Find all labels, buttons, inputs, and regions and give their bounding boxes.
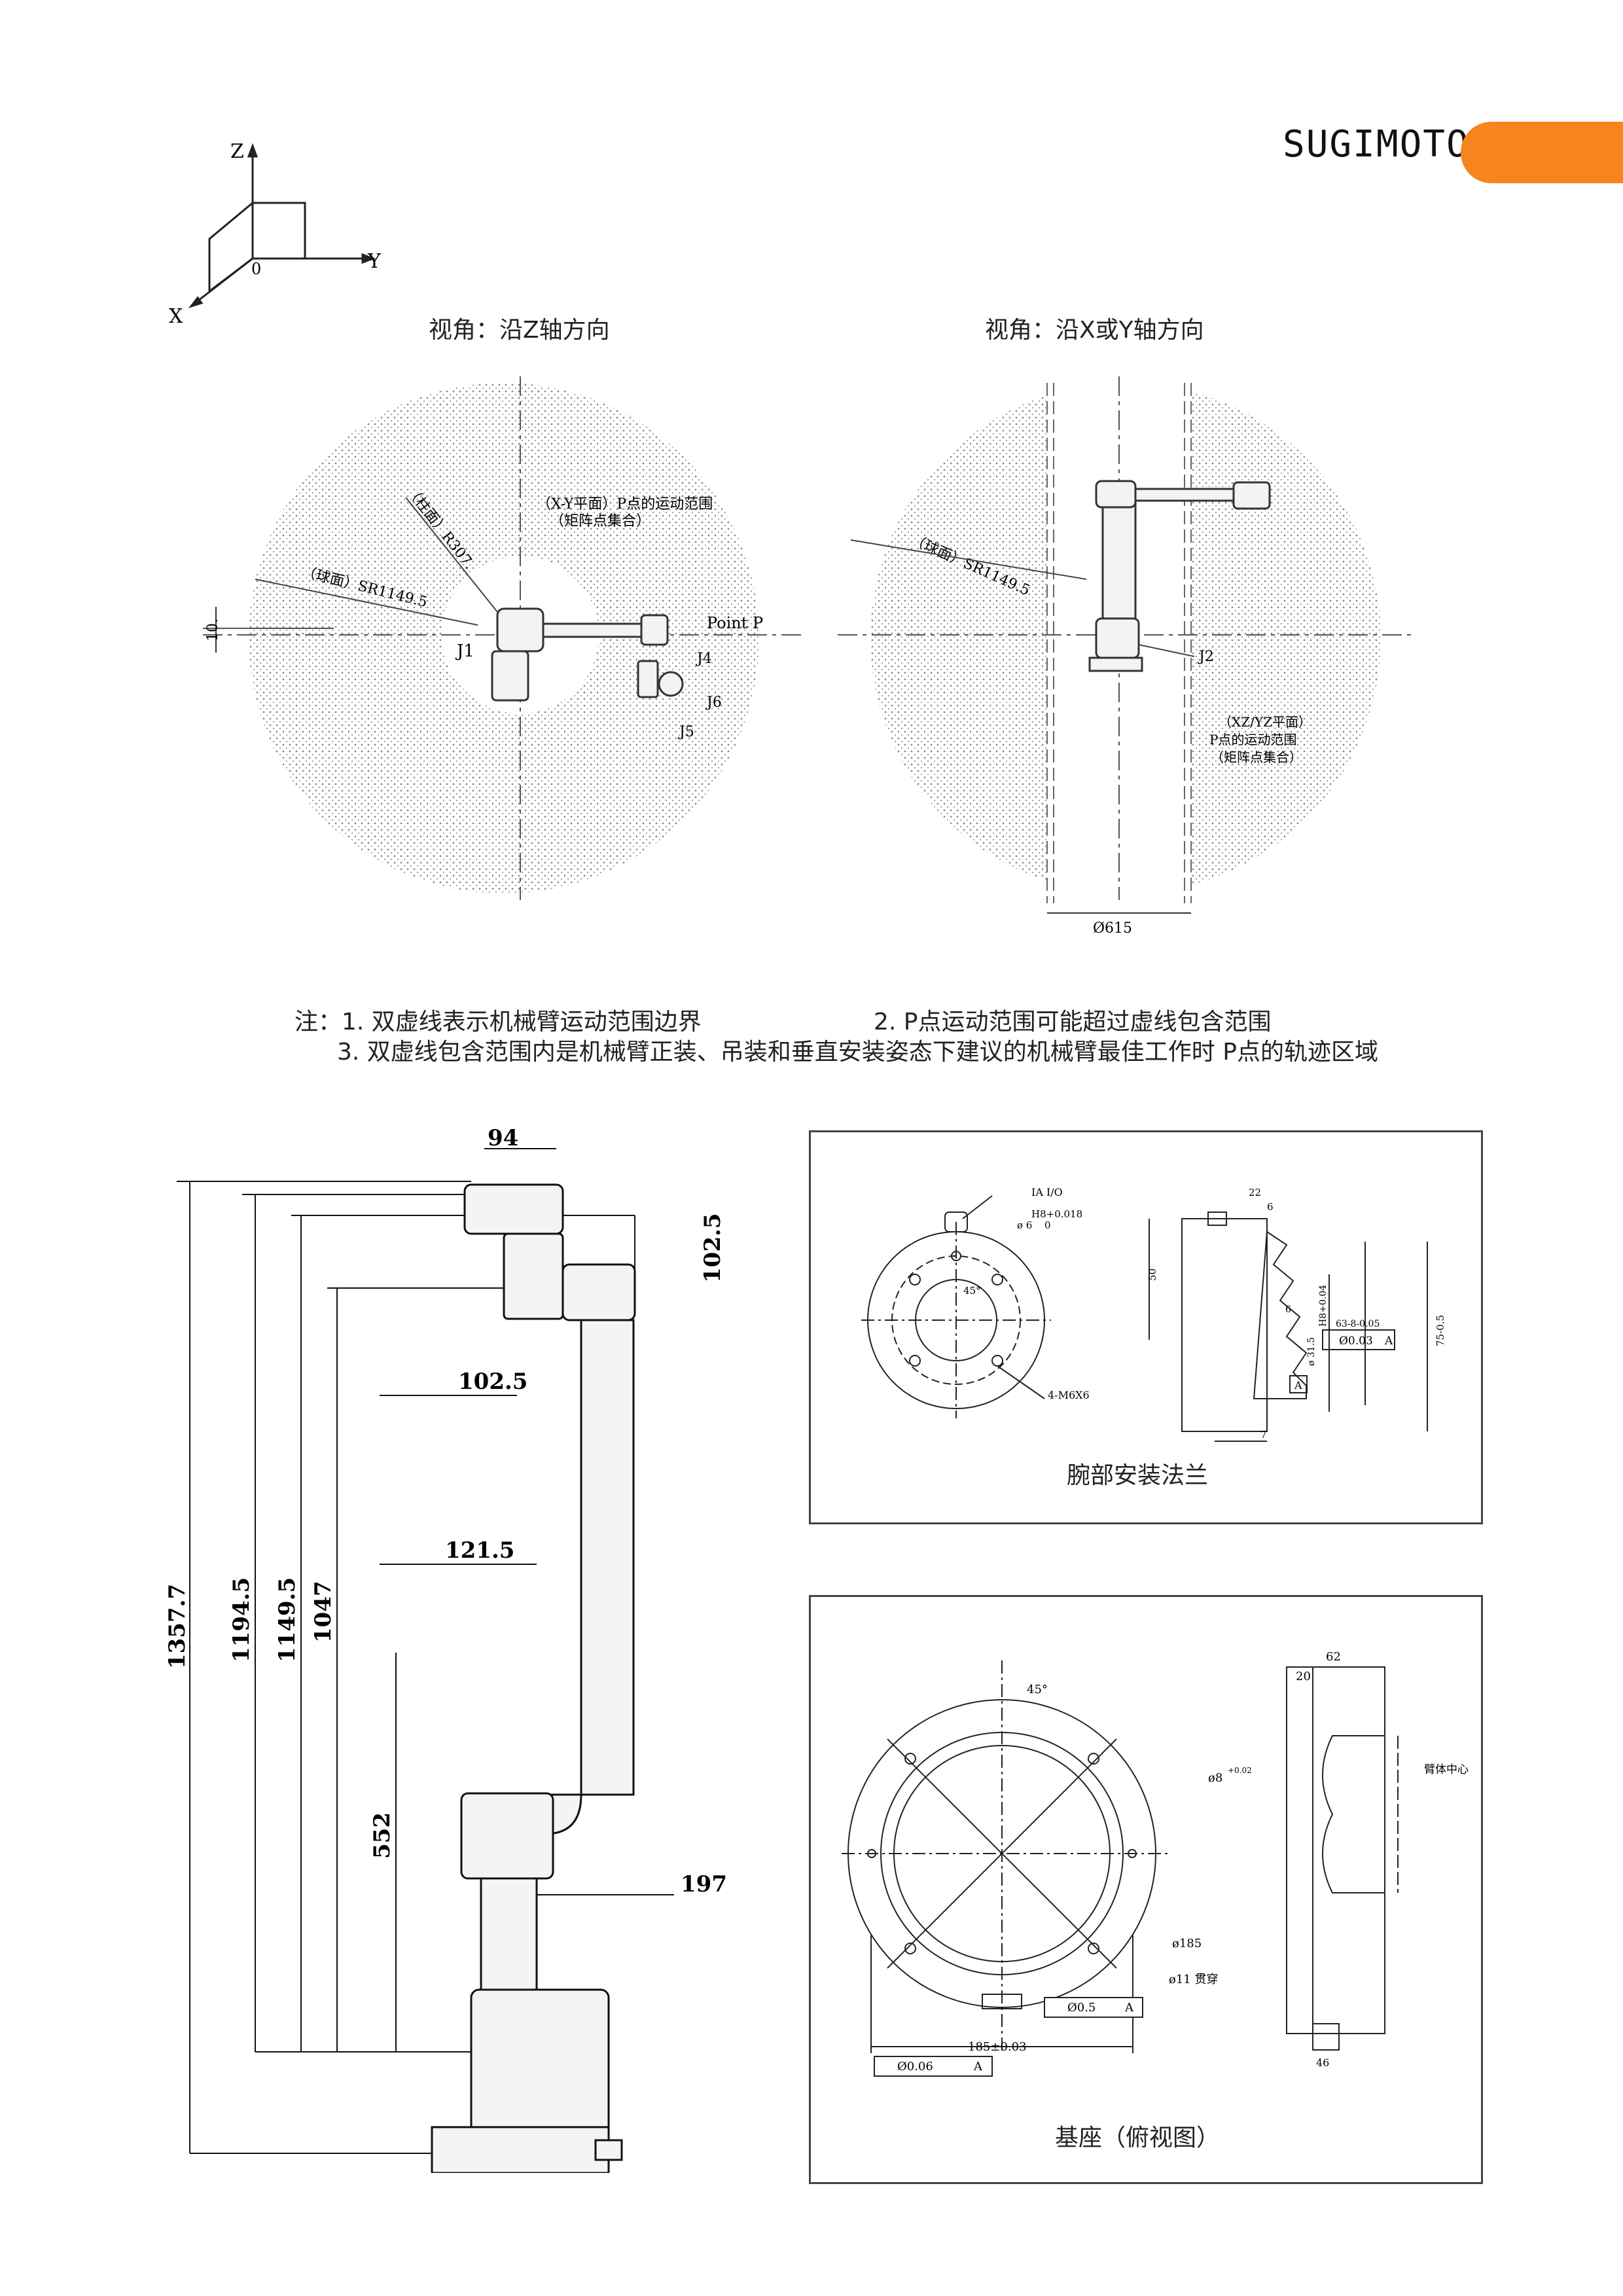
base-phi8-label: ø8 — [1208, 1771, 1222, 1785]
flange-d7: 7 — [1260, 1429, 1267, 1441]
wrist-flange-caption: 腕部安装法兰 — [1067, 1462, 1209, 1489]
base-phi11-label: ø11 贯穿 — [1169, 1973, 1218, 1986]
base-datum-a-2: A — [973, 2060, 983, 2073]
right-view-title: 视角：沿X或Y轴方向 — [985, 317, 1204, 344]
flange-d63: 63-8-0.05 — [1336, 1319, 1380, 1329]
flange-h8-label: H8+0.018 — [1031, 1208, 1082, 1220]
base-drawing: 45° ø8 +0.02 ø185 ø11 贯穿 Ø0.5 A 185±0.03… — [842, 1650, 1469, 2077]
brand-name: SUGIMOTO — [1283, 123, 1470, 166]
coordinate-axes-icon: Z Y X 0 — [169, 140, 382, 328]
flange-h8-lower: 0 — [1044, 1219, 1051, 1231]
base-d62: 62 — [1326, 1650, 1341, 1664]
dim-1194-5: 1194.5 — [228, 1577, 255, 1662]
xy-range-label: （X-Y平面）P点的运动范围 — [537, 496, 713, 512]
flange-d6: 6 — [1267, 1201, 1274, 1213]
y-axis-label: Y — [367, 250, 382, 273]
robot-arm-side-view — [1088, 480, 1271, 672]
dim-197: 197 — [681, 1871, 727, 1897]
robot-side-dimension-drawing: 94 102.5 102.5 121.5 197 1357.7 1194.5 1… — [164, 1125, 727, 2173]
base-phi185-label: ø185 — [1172, 1937, 1202, 1950]
note-2: 2. P点运动范围可能超过虚线包含范围 — [874, 1009, 1272, 1035]
base-d20: 20 — [1296, 1670, 1311, 1683]
top-view-workspace-diagram: （X-Y平面）P点的运动范围 （矩阵点集合） （柱面）R307. （球面）SR1… — [203, 376, 805, 900]
flange-m6-label: 4-M6X6 — [1048, 1389, 1090, 1401]
flange-d22: 22 — [1249, 1187, 1261, 1198]
point-p-label: Point P — [707, 614, 763, 632]
flange-phi6-label: ø 6 — [1017, 1219, 1032, 1231]
base-tol006: Ø0.06 — [897, 2060, 933, 2073]
xz-range-label-2: P点的运动范围 — [1209, 732, 1296, 747]
xy-range-label-2: （矩阵点集合） — [550, 513, 651, 529]
flange-d6b: 6 — [1285, 1304, 1291, 1315]
base-d46: 46 — [1316, 2056, 1329, 2069]
j1-label: J1 — [455, 641, 474, 661]
flange-d75: 75-0.5 — [1435, 1315, 1446, 1346]
z-axis-label: Z — [230, 140, 244, 163]
j5-label: J5 — [678, 724, 694, 740]
diameter-615-label: Ø615 — [1093, 920, 1132, 937]
flange-io-label: IA I/O — [1031, 1186, 1063, 1198]
base-45deg-label: 45° — [1027, 1683, 1048, 1696]
note-3: 3. 双虚线包含范围内是机械臂正装、吊装和垂直安装姿态下建议的机械臂最佳工作时 … — [337, 1039, 1378, 1066]
dim-121-5: 121.5 — [445, 1537, 514, 1564]
flange-d50: 50 — [1147, 1268, 1158, 1281]
j2-label: J2 — [1198, 649, 1214, 665]
base-d185: 185±0.03 — [968, 2040, 1027, 2054]
brand-accent-tab — [1461, 122, 1623, 183]
flange-phi315: ø 31.5 — [1306, 1337, 1317, 1366]
base-caption: 基座（俯视图） — [1055, 2125, 1221, 2151]
dim-1047: 1047 — [310, 1581, 336, 1643]
dim-94: 94 — [488, 1125, 518, 1151]
dim-1357-7: 1357.7 — [164, 1584, 190, 1669]
base-phi8-tol: +0.02 — [1228, 1766, 1252, 1775]
left-view-title: 视角：沿Z轴方向 — [429, 317, 610, 344]
dim-102-5-top: 102.5 — [700, 1213, 726, 1283]
robot-side-silhouette — [431, 1183, 636, 2173]
flange-h8c: H8+0.04 — [1318, 1285, 1329, 1327]
base-arm-center-label: 臂体中心 — [1424, 1763, 1469, 1776]
base-datum-a: A — [1124, 2001, 1134, 2015]
flange-datum: A — [1384, 1335, 1393, 1348]
j6-label: J6 — [705, 694, 722, 711]
flange-datum-box: A — [1294, 1379, 1302, 1391]
robot-arm-top-view — [491, 607, 684, 702]
flange-45deg-label: 45° — [963, 1285, 981, 1297]
base-panel — [809, 1595, 1483, 2184]
dim-102-5-left: 102.5 — [458, 1369, 527, 1395]
dim-552: 552 — [369, 1812, 395, 1859]
x-axis-label: X — [169, 305, 183, 328]
dim-1149-5: 1149.5 — [274, 1577, 300, 1662]
note-1: 注：1. 双虚线表示机械臂运动范围边界 — [294, 1009, 702, 1035]
flange-tolerance: Ø0.03 — [1339, 1335, 1373, 1348]
offset-label: 10. — [205, 619, 221, 641]
origin-label: 0 — [251, 260, 261, 278]
wrist-flange-panel — [809, 1130, 1483, 1524]
side-view-workspace-diagram: （球面）SR1149.5 J2 （XZ/YZ平面） P点的运动范围 （矩阵点集合… — [838, 376, 1414, 937]
xz-range-label: （XZ/YZ平面） — [1219, 714, 1311, 730]
xz-range-label-3: （矩阵点集合） — [1211, 749, 1302, 765]
base-tol05: Ø0.5 — [1067, 2001, 1096, 2015]
j4-label: J4 — [696, 651, 712, 667]
wrist-flange-drawing: IA I/O H8+0.018 0 ø 6 45° 4-M6X6 22 6 50… — [861, 1186, 1446, 1442]
